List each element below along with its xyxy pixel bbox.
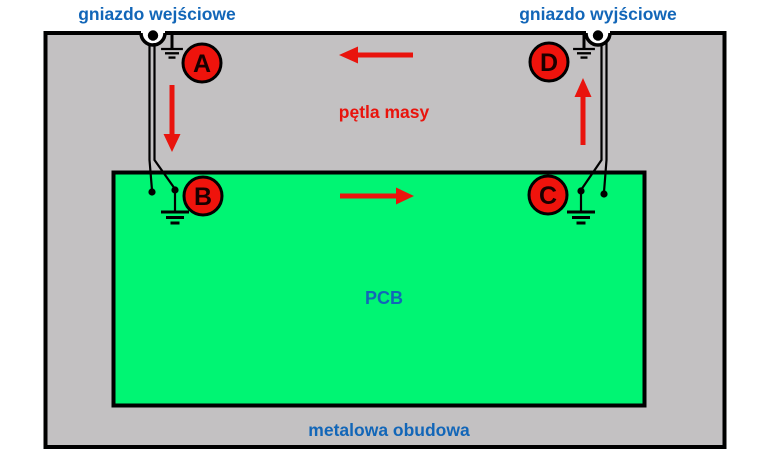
chassis-ground-icon-output [571,35,597,59]
node-marker-b: B [182,175,224,217]
right-arrow-pcb [340,187,414,205]
chassis-ground-icon-input [159,35,185,59]
input-cable-wires [148,43,179,196]
node-label-b: B [194,183,212,211]
input-socket-label: gniazdo wejściowe [78,4,236,24]
node-label-d: D [540,49,558,77]
ground-loop-label: pętla masy [339,102,430,122]
enclosure-label: metalowa obudowa [308,420,470,440]
socket-notch [139,32,167,47]
output-socket-label: gniazdo wyjściowe [519,4,677,24]
top-left-arrow [339,46,413,64]
socket-pin [147,30,159,41]
node-marker-a: A [181,42,223,84]
pcb-ground-icon-c [565,191,597,225]
output-cable-wires [577,43,608,198]
node-marker-d: D [528,41,570,83]
socket-pin [592,30,604,41]
output-socket [571,24,612,198]
node-label-a: A [193,50,211,78]
node-label-c: C [539,182,557,210]
node-marker-c: C [527,174,569,216]
down-arrow-a-b [163,85,181,152]
pcb-ground-icon-b [159,190,191,225]
up-arrow-c-d [574,78,592,145]
socket-notch [584,32,612,47]
input-socket [139,24,185,196]
wire-terminal-dot [148,188,156,196]
wire-terminal-dot [600,190,608,198]
pcb-label: PCB [365,288,403,308]
